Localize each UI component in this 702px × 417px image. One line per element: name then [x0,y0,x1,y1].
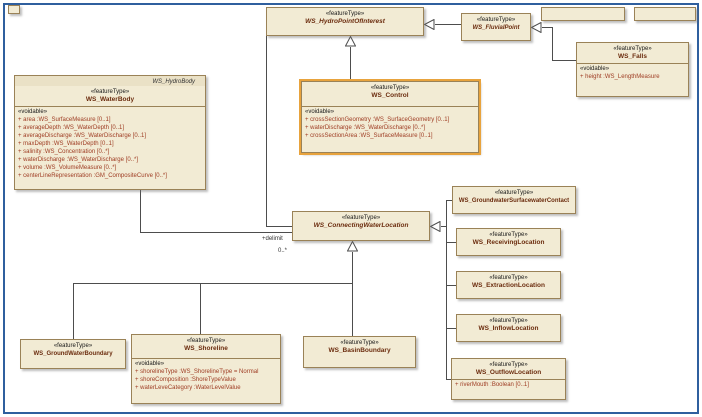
voidable-label: «voidable» [580,66,610,72]
class-ws-groundwatersurfacewatercontact[interactable]: «featureType» WS_GroundwaterSurfacewater… [452,186,576,214]
class-name: WS_GroundWaterBoundary [33,351,113,357]
attribute: + waterDischarge :WS_WaterDischarge [0..… [305,125,425,131]
class-name: WS_HydroPointOfInterest [305,18,385,25]
attribute: + height :WS_LengthMeasure [580,74,660,80]
voidable-label: «voidable» [305,109,335,115]
generalization-arrow-left-fluvial [531,22,542,33]
stereotype-label: «featureType» [90,89,130,95]
edge-control-to-hydropoi [350,47,351,81]
compartment-separator [15,106,205,107]
attribute: + shorelineType :WS_ShorelineType = Norm… [135,369,259,375]
class-ws-connectingwaterlocation[interactable]: «featureType» WS_ConnectingWaterLocation [292,211,430,241]
attribute: + salinity :WS_Concentration [0..*] [18,149,110,155]
class-name: WS_ReceivingLocation [472,239,545,246]
edge-fluvial-to-hydropoi [435,24,461,25]
compartment-separator [132,358,280,359]
edge-right-gen-trunk [446,200,447,380]
class-ws-hydropointofinterest[interactable]: «featureType» WS_HydroPointOfInterest [266,7,424,36]
class-ws-shoreline[interactable]: «featureType» WS_Shoreline «voidable» + … [131,334,281,404]
class-name: WS_Control [371,92,409,99]
edge-drop-gwboundary [73,283,74,339]
stereotype-label: «featureType» [494,190,534,196]
stereotype-label: «featureType» [341,215,381,221]
class-ws-extractionlocation[interactable]: «featureType» WS_ExtractionLocation [456,271,561,299]
class-name: WS_Shoreline [184,345,228,352]
stereotype-label: «featureType» [370,85,410,91]
attribute: + maxDepth :WS_WaterDepth [0..1] [18,141,114,147]
attribute: + averageDischarge :WS_WaterDischarge [0… [18,133,147,139]
stereotype-label: «featureType» [489,275,528,281]
class-name: WS_GroundwaterSurfacewaterContact [458,198,570,204]
attribute: + shoreComposition :ShoreTypeValue [135,377,236,383]
class-name: WS_ExtractionLocation [472,282,545,289]
edge-branch-inflow [446,328,456,329]
class-name: WS_Falls [618,53,647,60]
class-ws-groundwaterboundary[interactable]: «featureType» WS_GroundWaterBoundary [20,339,126,369]
edge-connecting-to-hydropoi-v [266,36,267,226]
edge-branch-gwcontact [446,200,452,201]
generalization-arrow-up-hydropoi [345,36,356,47]
edge-drop-shoreline [200,283,201,334]
stereotype-label: «featureType» [489,318,528,324]
class-ws-waterbody[interactable]: WS_HydroBody «featureType» WS_WaterBody … [14,75,206,190]
attribute: + averageDepth :WS_WaterDepth [0..1] [18,125,124,131]
class-partial-top-right-1[interactable] [541,7,625,21]
parent-package-label: WS_HydroBody [15,76,205,86]
class-name: WS_OutflowLocation [475,369,542,376]
stereotype-label: «featureType» [489,362,528,368]
attribute: + volume :WS_VolumeMeasure [0..*] [18,165,117,171]
edge-waterbody-delimit-h [140,232,292,233]
edge-branch-outflow [446,379,451,380]
edge-falls-to-fluvial-v [552,27,553,60]
stereotype-label: «featureType» [613,46,652,52]
class-name: WS_BasinBoundary [328,347,391,354]
stereotype-label: «featureType» [340,340,379,346]
compartment-separator [452,379,565,380]
generalization-arrow-left-hydropoi [424,19,435,30]
attribute: + area :WS_SurfaceMeasure [0..1] [18,117,111,123]
stereotype-label: «featureType» [53,343,93,349]
class-ws-control[interactable]: «featureType» WS_Control «voidable» + cr… [299,79,481,155]
stereotype-label: «featureType» [476,17,516,23]
generalization-arrow-left-connecting [430,221,441,232]
attribute: + centerLineRepresentation :GM_Composite… [18,173,167,179]
edge-right-gen-stub [441,226,447,227]
stereotype-label: «featureType» [186,338,226,344]
class-name: WS_ConnectingWaterLocation [313,222,409,229]
class-name: WS_WaterBody [85,96,135,103]
voidable-label: «voidable» [18,109,48,115]
edge-drop-basinboundary [352,283,353,336]
class-partial-top-left[interactable] [8,5,20,14]
stereotype-label: «featureType» [489,232,528,238]
edge-branch-extraction [446,285,456,286]
class-ws-fluvialpoint[interactable]: «featureType» WS_FluvialPoint [461,13,531,41]
attribute: + waterDischarge :WS_WaterDischarge [0..… [18,157,138,163]
delimit-multiplicity-label: 0..* [278,248,288,254]
compartment-separator [577,63,688,64]
class-name: WS_FluvialPoint [472,25,520,31]
edge-bottom-gen-trunk [352,252,353,283]
attribute: + riverMouth :Boolean [0..1] [455,382,529,388]
attribute: + crossSectionGeometry :WS_SurfaceGeomet… [305,117,450,123]
class-name: WS_InflowLocation [478,325,539,332]
class-ws-basinboundary[interactable]: «featureType» WS_BasinBoundary [303,336,416,368]
class-ws-receivinglocation[interactable]: «featureType» WS_ReceivingLocation [456,228,561,256]
class-ws-inflowlocation[interactable]: «featureType» WS_InflowLocation [456,314,561,342]
edge-branch-receiving [446,242,456,243]
edge-falls-to-fluvial-h1 [542,27,553,28]
compartment-separator [302,106,478,107]
class-partial-top-right-2[interactable] [634,7,696,21]
attribute: + waterLeveCategory :WaterLevelValue [135,385,241,391]
edge-falls-to-fluvial-h2 [552,60,576,61]
delimit-role-label: +delimit [262,236,283,242]
edge-connecting-to-hydropoi-h [266,226,292,227]
edge-waterbody-delimit-v [140,190,141,232]
voidable-label: «voidable» [135,361,165,367]
class-ws-outflowlocation[interactable]: «featureType» WS_OutflowLocation + river… [451,358,566,400]
edge-bottom-gen-h [73,283,352,284]
generalization-arrow-up-connecting [347,241,358,252]
stereotype-label: «featureType» [325,11,365,17]
class-ws-falls[interactable]: «featureType» WS_Falls «voidable» + heig… [576,42,689,97]
attribute: + crossSectionArea :WS_SurfaceMeasure [0… [305,133,433,139]
